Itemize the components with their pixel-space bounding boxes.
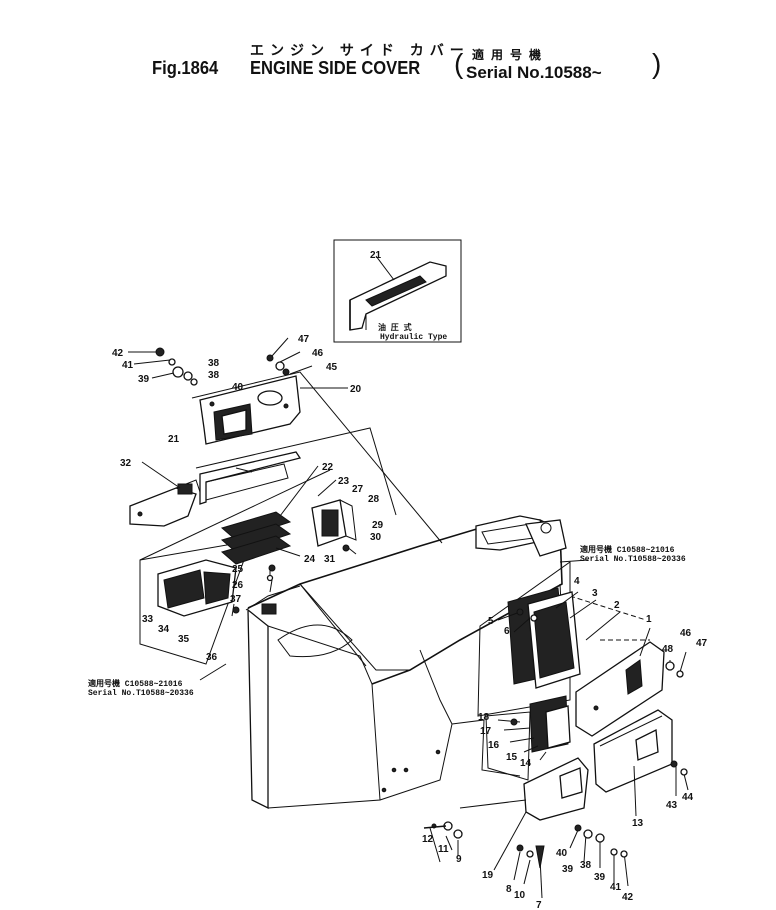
callout: 1 [646,614,652,625]
callout: 41 [610,882,622,893]
callout: 36 [206,652,218,663]
callout: 21 [168,434,180,445]
callout: 44 [682,792,694,803]
callout: 34 [158,624,170,635]
callout: 40 [556,848,568,859]
right-assembly-frames [477,561,650,781]
callout: 40 [232,382,244,393]
callout: 14 [520,758,532,769]
part-1-right-panel [575,641,665,737]
callout: 38 [580,860,592,871]
callout: 22 [322,462,334,473]
callout: 38 [208,370,220,381]
serial-notes: 適用号機 C10588~21016 Serial No.T10588~20336… [88,544,686,698]
title-english: ENGINE SIDE COVER [250,58,421,78]
hardware-bolts-washers [155,347,688,869]
note-left-line2: Serial No.T10588~20336 [88,689,194,698]
callout: 7 [536,900,542,910]
callout: 15 [506,752,518,763]
callout: 20 [350,384,362,395]
callout: 39 [594,872,606,883]
callout: 39 [562,864,574,875]
callout: 47 [298,334,310,345]
callout: 28 [368,494,380,505]
inset-label-jp: 油 圧 式 [378,322,412,333]
callout: 43 [666,800,678,811]
callout: 37 [230,594,242,605]
close-paren: ) [652,48,662,79]
callout: 19 [482,870,494,881]
callout: 41 [122,360,134,371]
callout: 48 [662,644,674,655]
callout: 31 [324,554,336,565]
note-right-line1: 適用号機 C10588~21016 [580,544,675,555]
callout: 6 [504,626,510,637]
callout: 16 [488,740,500,751]
callout: 42 [622,892,634,903]
callout: 11 [438,844,449,855]
leader-lines [128,337,689,899]
callout: 46 [312,348,324,359]
callout: 9 [456,854,462,865]
part-20-cover-plate [199,375,301,445]
parts-14-16-small-grill [529,695,571,753]
callout: 2 [614,600,620,611]
parts-33-35-vent [157,559,237,617]
callout: 12 [422,834,434,845]
callout: 46 [680,628,692,639]
serial-range: Serial No.10588~ [466,63,602,82]
callout: 29 [372,520,384,531]
callout: 32 [120,458,132,469]
callout: 18 [478,712,490,723]
callout: 10 [514,890,526,901]
callout: 47 [696,638,708,649]
part-32-bracket [129,479,201,527]
callout: 13 [632,818,644,829]
callout: 30 [370,532,382,543]
inset-hydraulic-type: 21 油 圧 式 Hydraulic Type [333,239,462,343]
callout: 17 [480,726,492,737]
parts-27-29-box [311,499,357,547]
callout: 25 [232,564,244,575]
callout: 3 [592,588,598,599]
inset-label-en: Hydraulic Type [380,333,447,342]
callout: 45 [326,362,338,373]
callout: 33 [142,614,154,625]
callout: 23 [338,476,350,487]
serial-japanese: 適用号機 [472,48,549,62]
parts-2-4-right-grill [507,587,581,689]
engine-hood-body [245,515,567,810]
callout: 5 [488,616,494,627]
callout: 38 [208,358,220,369]
callout-numbers: 42 41 39 38 38 40 47 46 45 20 21 32 22 2… [112,334,708,910]
title-japanese: エンジン サイド カバー [250,42,470,58]
callout: 4 [574,576,580,587]
callout: 35 [178,634,190,645]
callout-inset-21: 21 [370,250,382,261]
callout: 24 [304,554,316,565]
part-21-frame [199,451,302,505]
open-paren: ( [454,48,464,79]
parts-22-24-filter-elements [220,511,292,565]
note-left-line1: 適用号機 C10588~21016 [88,678,183,689]
callout: 27 [352,484,364,495]
callout: 26 [232,580,244,591]
callout: 39 [138,374,150,385]
figure-number: Fig.1864 [152,58,219,78]
callout: 8 [506,884,512,895]
note-right-line2: Serial No.T10588~20336 [580,555,686,564]
callout: 42 [112,348,124,359]
